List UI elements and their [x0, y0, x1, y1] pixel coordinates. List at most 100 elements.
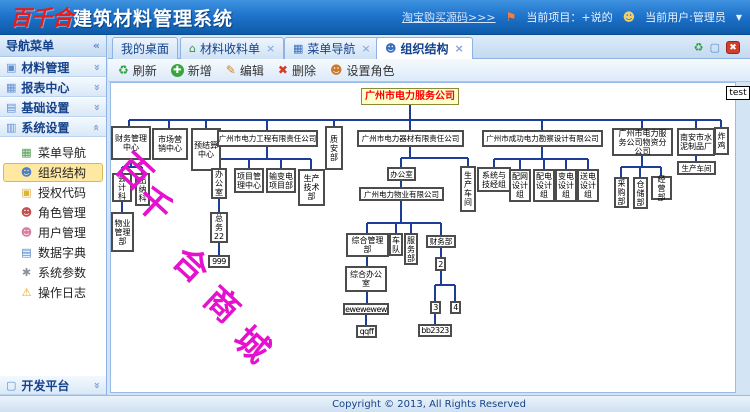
- org-node[interactable]: 质安部: [325, 126, 343, 170]
- org-node[interactable]: 南安市水泥制品厂: [677, 128, 715, 156]
- org-node[interactable]: qqff: [356, 325, 377, 338]
- org-node[interactable]: 系统与技经组: [477, 167, 511, 192]
- org-node[interactable]: 预结算中心: [191, 128, 221, 171]
- chevron-down-icon[interactable]: «: [89, 63, 103, 71]
- sidebar-section-material[interactable]: ▣ 材料管理 «: [0, 57, 106, 77]
- org-node[interactable]: 配电设计组: [533, 169, 555, 202]
- chevron-down-icon[interactable]: «: [89, 103, 103, 111]
- chevron-down-icon[interactable]: ▼: [735, 12, 742, 22]
- sidebar-section-report[interactable]: ▦ 报表中心 «: [0, 77, 106, 97]
- close-panel-icon[interactable]: ✖: [726, 41, 740, 54]
- sidebar-item-org-structure[interactable]: ☻ 组织结构: [3, 163, 103, 182]
- chevron-down-icon[interactable]: «: [89, 83, 103, 91]
- org-node[interactable]: 生产技术部: [298, 169, 325, 206]
- chevron-up-icon[interactable]: «: [89, 123, 103, 131]
- pencil-icon: ✎: [225, 63, 236, 77]
- book-icon: ▤: [21, 246, 32, 259]
- sidebar-section-dev-platform[interactable]: ▢ 开发平台 «: [0, 375, 106, 395]
- set-role-button[interactable]: ☻ 设置角色: [330, 62, 395, 79]
- org-chart-canvas[interactable]: 广州市电力服务公司 财务管理中心 市场营销中心 预结算中心 广州市电力工程有限责…: [110, 82, 736, 393]
- refresh-panel-icon[interactable]: ♻: [693, 40, 704, 54]
- sidebar-item-label: 菜单导航: [38, 146, 87, 160]
- restore-panel-icon[interactable]: ▢: [709, 40, 720, 54]
- sidebar-section-system[interactable]: ▥ 系统设置 «: [0, 117, 106, 137]
- lock-icon: ▣: [21, 186, 32, 199]
- sidebar-item-data-dict[interactable]: ▤ 数据字典: [3, 243, 103, 262]
- add-button[interactable]: ✚ 新增: [170, 62, 212, 79]
- sidebar-item-op-log[interactable]: ⚠ 操作日志: [3, 283, 103, 302]
- org-node[interactable]: 办公室: [387, 167, 416, 181]
- org-node[interactable]: 总务22: [210, 212, 228, 243]
- current-project-label[interactable]: 当前项目：+说的: [526, 11, 613, 24]
- sidebar-item-label: 数据字典: [38, 246, 87, 260]
- org-node[interactable]: 综合管理部: [346, 233, 389, 257]
- org-node[interactable]: 广州市电力器材有限责任公司: [357, 130, 464, 147]
- sidebar-item-menu-nav[interactable]: ▦ 菜单导航: [3, 143, 103, 162]
- org-node[interactable]: 项目管理中心: [234, 168, 264, 193]
- refresh-icon: ♻: [118, 63, 129, 77]
- org-node[interactable]: 经营部: [651, 175, 672, 202]
- org-node[interactable]: 出纳科: [135, 173, 150, 206]
- org-node[interactable]: 广州市成功电力勘察设计有限公司: [482, 130, 603, 147]
- org-node[interactable]: 广州电力物业有限公司: [359, 187, 444, 201]
- org-connectors: [121, 105, 722, 325]
- org-node[interactable]: 广州市电力工程有限责任公司: [217, 130, 318, 147]
- org-node[interactable]: 会计科: [112, 173, 132, 202]
- refresh-button[interactable]: ♻ 刷新: [118, 62, 157, 79]
- report-icon: ▦: [6, 80, 17, 94]
- org-node-root[interactable]: 广州市电力服务公司: [361, 88, 459, 105]
- org-node[interactable]: 3: [430, 301, 441, 314]
- sidebar-item-label: 组织结构: [38, 166, 87, 180]
- org-node[interactable]: 变电设计组: [555, 169, 577, 202]
- close-icon[interactable]: ×: [266, 42, 276, 55]
- tab-material-receipt[interactable]: ⌂ 材料收料单 ×: [180, 37, 285, 59]
- org-node[interactable]: ewewewew: [343, 303, 389, 315]
- tab-label: 材料收料单: [199, 42, 260, 56]
- org-node[interactable]: 999: [208, 255, 230, 268]
- current-user-label[interactable]: 当前用户:管理员: [645, 11, 726, 24]
- collapse-sidebar-icon[interactable]: «: [92, 39, 100, 52]
- sidebar-item-user-mgmt[interactable]: ☻ 用户管理: [3, 223, 103, 242]
- org-node[interactable]: 财务管理中心: [111, 126, 151, 160]
- sidebar-item-role-mgmt[interactable]: ☻ 角色管理: [3, 203, 103, 222]
- org-node[interactable]: 炸鸡: [714, 127, 729, 155]
- home-icon: ⌂: [189, 42, 196, 55]
- test-textbox[interactable]: test: [726, 86, 750, 100]
- sidebar-item-sys-params[interactable]: ✱ 系统参数: [3, 263, 103, 282]
- close-icon[interactable]: ×: [361, 42, 371, 55]
- chevron-down-icon[interactable]: «: [89, 381, 103, 389]
- org-node[interactable]: 综合办公室: [345, 266, 387, 292]
- org-node[interactable]: 输变电项目部: [266, 168, 296, 193]
- taobao-link[interactable]: 淘宝购买源码>>>: [401, 11, 496, 24]
- org-node[interactable]: 送电设计组: [577, 169, 599, 202]
- org-node[interactable]: 物业管理部: [111, 212, 134, 252]
- org-node[interactable]: 服务部: [404, 233, 418, 265]
- org-node[interactable]: 生产车间: [677, 161, 716, 175]
- org-node[interactable]: 办公室: [211, 168, 227, 199]
- delete-button[interactable]: ✖ 删除: [278, 62, 316, 79]
- org-node[interactable]: 车队: [389, 233, 403, 256]
- sidebar-item-label: 角色管理: [38, 206, 87, 220]
- org-node[interactable]: 采购部: [614, 177, 629, 208]
- sidebar-item-auth-code[interactable]: ▣ 授权代码: [3, 183, 103, 202]
- edit-button[interactable]: ✎ 编辑: [226, 62, 264, 79]
- button-label: 新增: [187, 63, 212, 78]
- org-node[interactable]: 仓储部: [633, 177, 648, 209]
- sidebar-section-basic[interactable]: ▤ 基础设置 «: [0, 97, 106, 117]
- org-node[interactable]: 财务部: [426, 235, 456, 248]
- org-node[interactable]: 4: [450, 301, 461, 314]
- org-node[interactable]: bb2323: [418, 324, 452, 337]
- org-node[interactable]: 配网设计组: [509, 169, 531, 202]
- org-node[interactable]: 市场营销中心: [152, 128, 188, 160]
- tab-org-structure[interactable]: ☻ 组织结构 ×: [376, 37, 473, 59]
- close-icon[interactable]: ×: [454, 42, 464, 55]
- main-content: 我的桌面 ⌂ 材料收料单 × ▦ 菜单导航 × ☻ 组织结构 × ♻ ▢ ✖: [108, 35, 750, 395]
- org-node[interactable]: 广州市电力服务公司物资分公司: [612, 128, 673, 156]
- warning-icon: ⚠: [21, 286, 32, 299]
- tree-icon: ▦: [21, 146, 32, 159]
- tab-my-desktop[interactable]: 我的桌面: [112, 37, 179, 59]
- button-label: 编辑: [239, 63, 264, 78]
- org-node[interactable]: 生产车间: [460, 166, 476, 212]
- org-node[interactable]: 2: [435, 257, 446, 271]
- tab-menu-nav[interactable]: ▦ 菜单导航 ×: [284, 37, 380, 59]
